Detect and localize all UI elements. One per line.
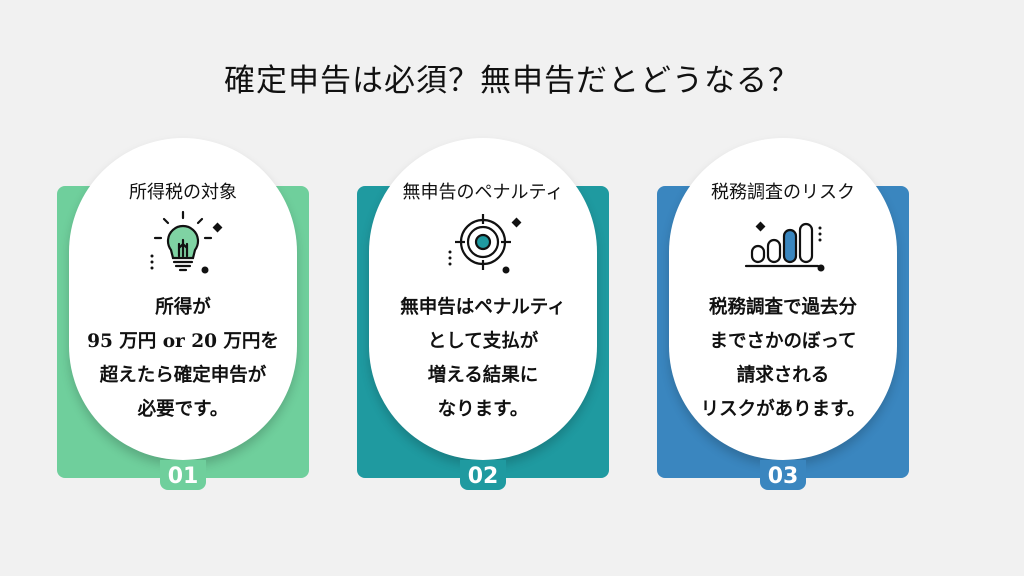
body-line: として支払が bbox=[427, 331, 539, 352]
card-audit-risk: 03 税務調査のリスク 税務調査で過去分 までさかのぼって 請求される リスクが… bbox=[657, 138, 909, 490]
body-line: 必要です。 bbox=[137, 399, 229, 420]
card-pill bbox=[669, 138, 897, 460]
card-pill bbox=[69, 138, 297, 460]
body-line: 所得が bbox=[155, 297, 211, 318]
card-number-tab bbox=[760, 460, 806, 490]
card-pill bbox=[369, 138, 597, 460]
card-body: 所得が 95 万円 or 20 万円を 超えたら確定申告が 必要です。 bbox=[69, 291, 297, 427]
body-line: 増える結果に bbox=[427, 365, 539, 386]
card-body: 無申告はペナルティ として支払が 増える結果に なります。 bbox=[369, 291, 597, 427]
card-number: 02 bbox=[467, 464, 499, 489]
card-penalty: 02 無申告のペナルティ 無申告はペナルティ として支払が 増える結果に なりま… bbox=[357, 138, 609, 490]
lightbulb-icon bbox=[150, 210, 223, 274]
card-heading: 無申告のペナルティ bbox=[402, 182, 564, 203]
card-number-tab bbox=[160, 460, 206, 490]
body-line: 税務調査で過去分 bbox=[708, 297, 857, 318]
target-icon bbox=[448, 214, 522, 274]
card-number: 03 bbox=[767, 464, 799, 489]
card-heading: 税務調査のリスク bbox=[711, 182, 855, 203]
card-body: 税務調査で過去分 までさかのぼって 請求される リスクがあります。 bbox=[669, 291, 897, 427]
card-number: 01 bbox=[167, 464, 199, 489]
body-line: 請求される bbox=[736, 365, 830, 386]
body-line: 無申告はペナルティ bbox=[400, 297, 566, 318]
body-line: までさかのぼって bbox=[709, 331, 857, 352]
body-line: 超えたら確定申告が bbox=[99, 365, 267, 386]
body-line: 95 万円 or 20 万円を bbox=[87, 331, 279, 352]
body-line: リスクがあります。 bbox=[700, 399, 866, 420]
card-heading: 所得税の対象 bbox=[129, 182, 237, 203]
bar-graph-icon bbox=[744, 221, 825, 272]
card-number-tab bbox=[460, 460, 506, 490]
body-line: なります。 bbox=[437, 399, 529, 420]
page-title: 確定申告は必須？無申告だとどうなる？ bbox=[224, 63, 800, 99]
card-income-tax: 01 所得税の対象 所得が 95 万円 or 20 万円を 超えたら確定申告が … bbox=[57, 138, 309, 490]
